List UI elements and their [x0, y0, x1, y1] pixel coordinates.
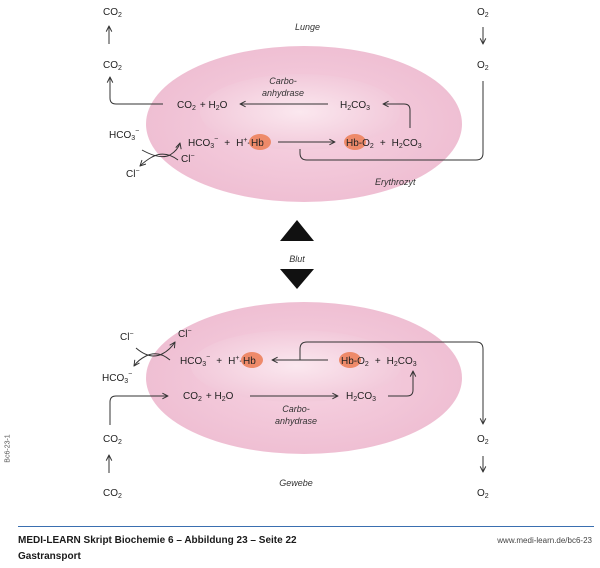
hb-highlight-bottom-left — [241, 352, 263, 368]
arrow-cl-out-cell-top — [140, 153, 179, 166]
arrow-co2-exit — [110, 77, 163, 105]
o2-inhaled: O2 — [477, 7, 489, 19]
top-hbo2: Hb-O2+H2CO3 — [346, 138, 422, 150]
o2-tissue: O2 — [477, 434, 489, 446]
cell-label-erythrozyt: Erythrozyt — [375, 177, 416, 187]
footer-title: MEDI-LEARN Skript Biochemie 6 – Abbildun… — [18, 535, 297, 546]
enzyme-label-bottom-2: anhydrase — [275, 416, 317, 426]
triangle-down-icon — [280, 269, 314, 289]
bottom-co2-h2o: CO2+ H2O — [183, 391, 234, 403]
arrow-hco3-out-cell-bottom — [134, 353, 171, 366]
hb-highlight-top-right — [344, 134, 366, 150]
top-cell-inner — [200, 74, 400, 150]
top-cl-outside: Cl− — [126, 168, 140, 180]
bottom-hco3-outside: HCO3− — [102, 371, 132, 385]
arrow-o2-release — [299, 341, 483, 424]
enzyme-label-bottom-1: Carbo- — [282, 404, 310, 414]
hb-highlight-bottom-right — [339, 352, 361, 368]
o2-lung: O2 — [477, 60, 489, 72]
top-erythrocyte — [146, 46, 462, 202]
arrow-h2co3-to-hbo2-bottom — [388, 371, 413, 397]
triangle-up-icon — [280, 220, 314, 241]
top-h2co3: H2CO3 — [340, 100, 370, 112]
hb-highlight-top-left — [249, 134, 271, 150]
top-hco3-hhb: HCO3−+H+- — [188, 136, 251, 150]
bottom-cl-outside: Cl− — [120, 331, 134, 343]
top-co2-h2o: CO2+ H2O — [177, 100, 228, 112]
o2-consumed: O2 — [477, 488, 489, 500]
footer-subtitle: Gastransport — [18, 551, 81, 562]
bottom-cl-inside: Cl− — [178, 328, 192, 340]
arrow-o2-into-cell — [299, 81, 484, 161]
arrow-cl-into-cell-bottom — [135, 342, 175, 357]
enzyme-label-top-1: Carbo- — [269, 76, 297, 86]
co2-exhaled: CO2 — [103, 7, 122, 19]
bottom-erythrocyte — [146, 302, 462, 454]
bottom-cell-inner — [191, 330, 401, 402]
footer-divider — [18, 526, 594, 527]
bottom-hco3-hhb: HCO3−+H+- — [180, 354, 243, 368]
co2-tissue: CO2 — [103, 434, 122, 446]
footer-url[interactable]: www.medi-learn.de/bc6-23 — [497, 536, 592, 545]
figure-code: Bc6-23-1 — [4, 434, 12, 463]
top-hb: Hb — [251, 138, 264, 149]
bottom-hbo2: Hb-O2+H2CO3 — [341, 356, 417, 368]
top-cl-inside: Cl− — [181, 153, 195, 165]
bottom-hb: Hb — [243, 356, 256, 367]
arrow-h2co3-up — [383, 104, 411, 128]
region-label-lunge: Lunge — [295, 22, 320, 32]
region-label-gewebe: Gewebe — [279, 478, 313, 488]
co2-lung: CO2 — [103, 60, 122, 72]
co2-produced: CO2 — [103, 488, 122, 500]
arrow-co2-into-cell-bottom — [109, 396, 168, 425]
bottom-h2co3: H2CO3 — [346, 391, 376, 403]
enzyme-label-top-2: anhydrase — [262, 88, 304, 98]
top-hco3-outside: HCO3− — [109, 128, 139, 142]
blut-label: Blut — [289, 254, 305, 264]
